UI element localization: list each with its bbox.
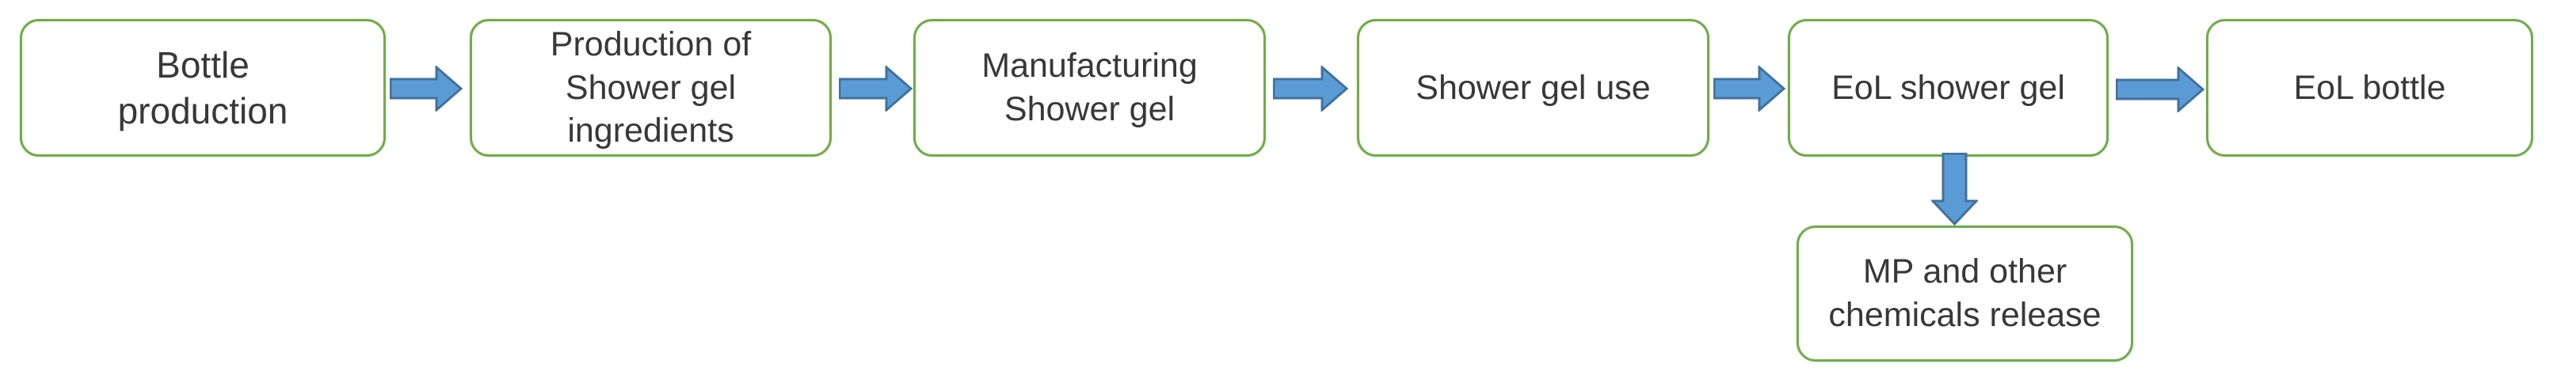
right-arrow-icon xyxy=(1273,66,1348,112)
node-manufacturing-shower-gel: Manufacturing Shower gel xyxy=(913,19,1266,157)
node-eol-bottle: EoL bottle xyxy=(2206,19,2533,157)
node-mp-chemicals-release: MP and other chemicals release xyxy=(1797,226,2133,362)
node-ingredients-production: Production of Shower gel ingredients xyxy=(470,19,832,157)
right-arrow-icon xyxy=(390,66,463,112)
node-label: EoL shower gel xyxy=(1831,68,2065,107)
node-label: EoL bottle xyxy=(2293,68,2446,107)
right-arrow-icon xyxy=(839,66,913,112)
node-bottle-production: Bottle production xyxy=(20,19,386,157)
down-arrow-icon xyxy=(1931,153,1978,226)
right-arrow-icon xyxy=(2116,66,2204,112)
right-arrow-icon xyxy=(1713,66,1785,112)
node-label: Shower gel use xyxy=(1416,68,1651,107)
node-shower-gel-use: Shower gel use xyxy=(1357,19,1709,157)
node-label: Bottle production xyxy=(117,44,288,131)
node-eol-shower-gel: EoL shower gel xyxy=(1788,19,2109,157)
node-label: Manufacturing Shower gel xyxy=(981,47,1198,128)
node-label: MP and other chemicals release xyxy=(1828,252,2102,334)
node-label: Production of Shower gel ingredients xyxy=(550,25,752,150)
